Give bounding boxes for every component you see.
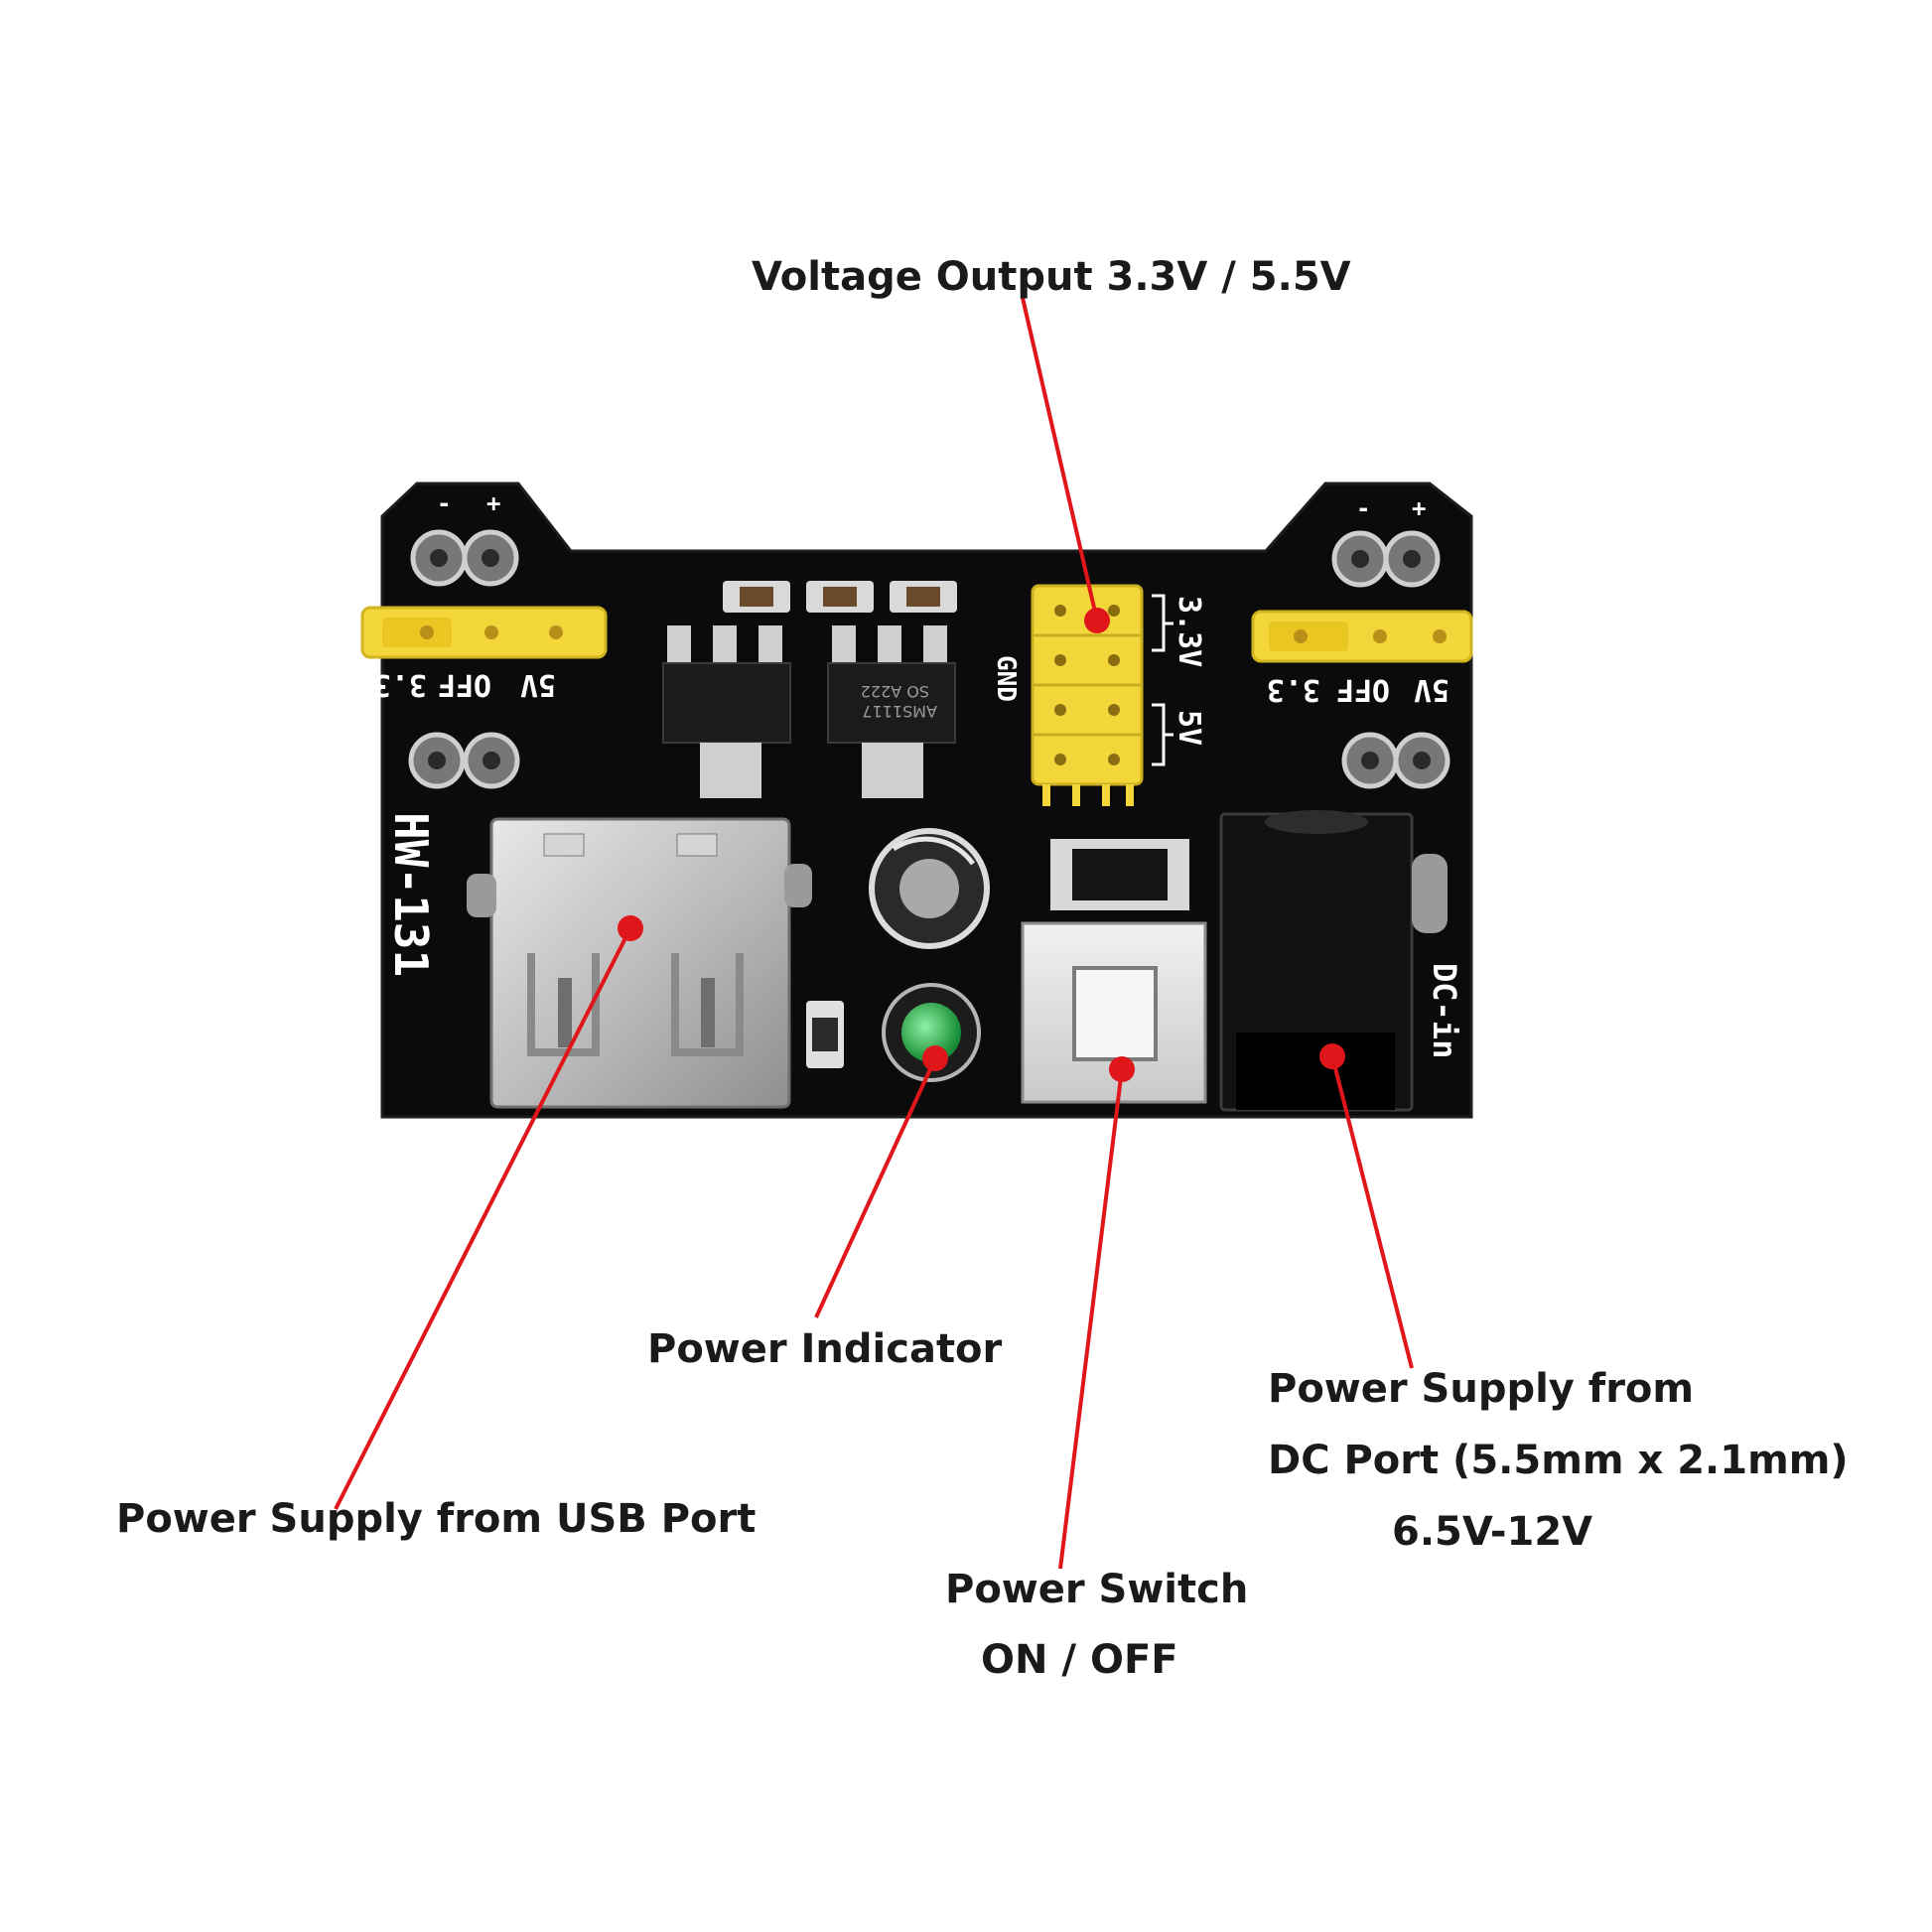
rail-5v-label: 5V xyxy=(1172,710,1206,746)
right-jumper-label-3v3: 3.3 xyxy=(1267,672,1320,707)
callout-dot-usb xyxy=(618,915,643,941)
callout-line-switch xyxy=(1058,1068,1124,1570)
label-dc-supply-line1: Power Supply from xyxy=(1268,1366,1694,1412)
dc-in-label: DC-in xyxy=(1426,963,1463,1058)
right-bottom-power-pins xyxy=(1341,732,1450,789)
regulator-right-label-2: SO A222 xyxy=(861,682,929,701)
right-top-power-pins: - + xyxy=(1331,494,1441,588)
right-top-plus-label: + xyxy=(1412,494,1426,522)
callout-line-voltage-output xyxy=(1021,297,1099,621)
model-label: HW-131 xyxy=(384,812,438,977)
left-jumper-label-3v3: 3.3 xyxy=(373,667,427,702)
left-top-plus-label: + xyxy=(486,489,500,517)
power-supply-module: - + - + 5V OFF 3.3 xyxy=(360,482,1473,1119)
label-usb-supply: Power Supply from USB Port xyxy=(116,1496,756,1542)
left-bottom-power-pins xyxy=(408,732,520,789)
callout-dot-indicator xyxy=(922,1045,948,1071)
dc-jack xyxy=(1219,810,1448,1112)
regulator-right-label-1: AMS1117 xyxy=(862,702,937,721)
usb-port xyxy=(467,817,812,1109)
rail-labels: 3.3V 5V xyxy=(1152,594,1206,766)
left-top-minus-label: - xyxy=(437,489,451,517)
label-voltage-output: Voltage Output 3.3V / 5.5V xyxy=(752,254,1351,300)
rail-33v-label: 3.3V xyxy=(1172,596,1206,667)
left-jumper-label-5v: 5V xyxy=(520,667,556,702)
voltage-regulator-left xyxy=(662,625,791,798)
right-top-minus-label: - xyxy=(1356,494,1370,522)
right-jumper-label-off: OFF xyxy=(1336,672,1390,707)
callout-dot-dc xyxy=(1319,1043,1345,1069)
voltage-output-header xyxy=(1031,584,1144,806)
voltage-regulator-right: AMS1117 SO A222 xyxy=(827,625,956,798)
left-voltage-jumper: 5V OFF 3.3 xyxy=(360,606,608,702)
callout-line-usb xyxy=(334,927,632,1510)
callout-line-indicator xyxy=(814,1057,937,1318)
label-power-switch-line2: ON / OFF xyxy=(981,1637,1178,1683)
right-jumper-label-5v: 5V xyxy=(1414,672,1449,707)
power-indicator-led xyxy=(882,983,981,1082)
electrolytic-capacitor xyxy=(869,828,990,949)
callout-dot-voltage-output xyxy=(1084,608,1110,633)
gnd-label: GND xyxy=(991,655,1021,702)
smd-resistors xyxy=(723,581,957,613)
label-power-switch-line1: Power Switch xyxy=(945,1567,1248,1612)
label-dc-supply-line2: DC Port (5.5mm x 2.1mm) xyxy=(1268,1438,1849,1483)
label-dc-supply-line3: 6.5V-12V xyxy=(1392,1509,1592,1555)
switch-top-component xyxy=(1050,839,1189,910)
right-voltage-jumper: 5V OFF 3.3 xyxy=(1251,610,1473,707)
callout-labels: Voltage Output 3.3V / 5.5V Power Indicat… xyxy=(116,254,1849,1683)
left-jumper-label-off: OFF xyxy=(438,667,491,702)
callout-dot-switch xyxy=(1109,1056,1135,1082)
left-top-power-pins: - + xyxy=(410,489,519,587)
callout-line-dc xyxy=(1330,1055,1414,1369)
label-power-indicator: Power Indicator xyxy=(647,1326,1003,1372)
callout-lines xyxy=(334,297,1414,1570)
